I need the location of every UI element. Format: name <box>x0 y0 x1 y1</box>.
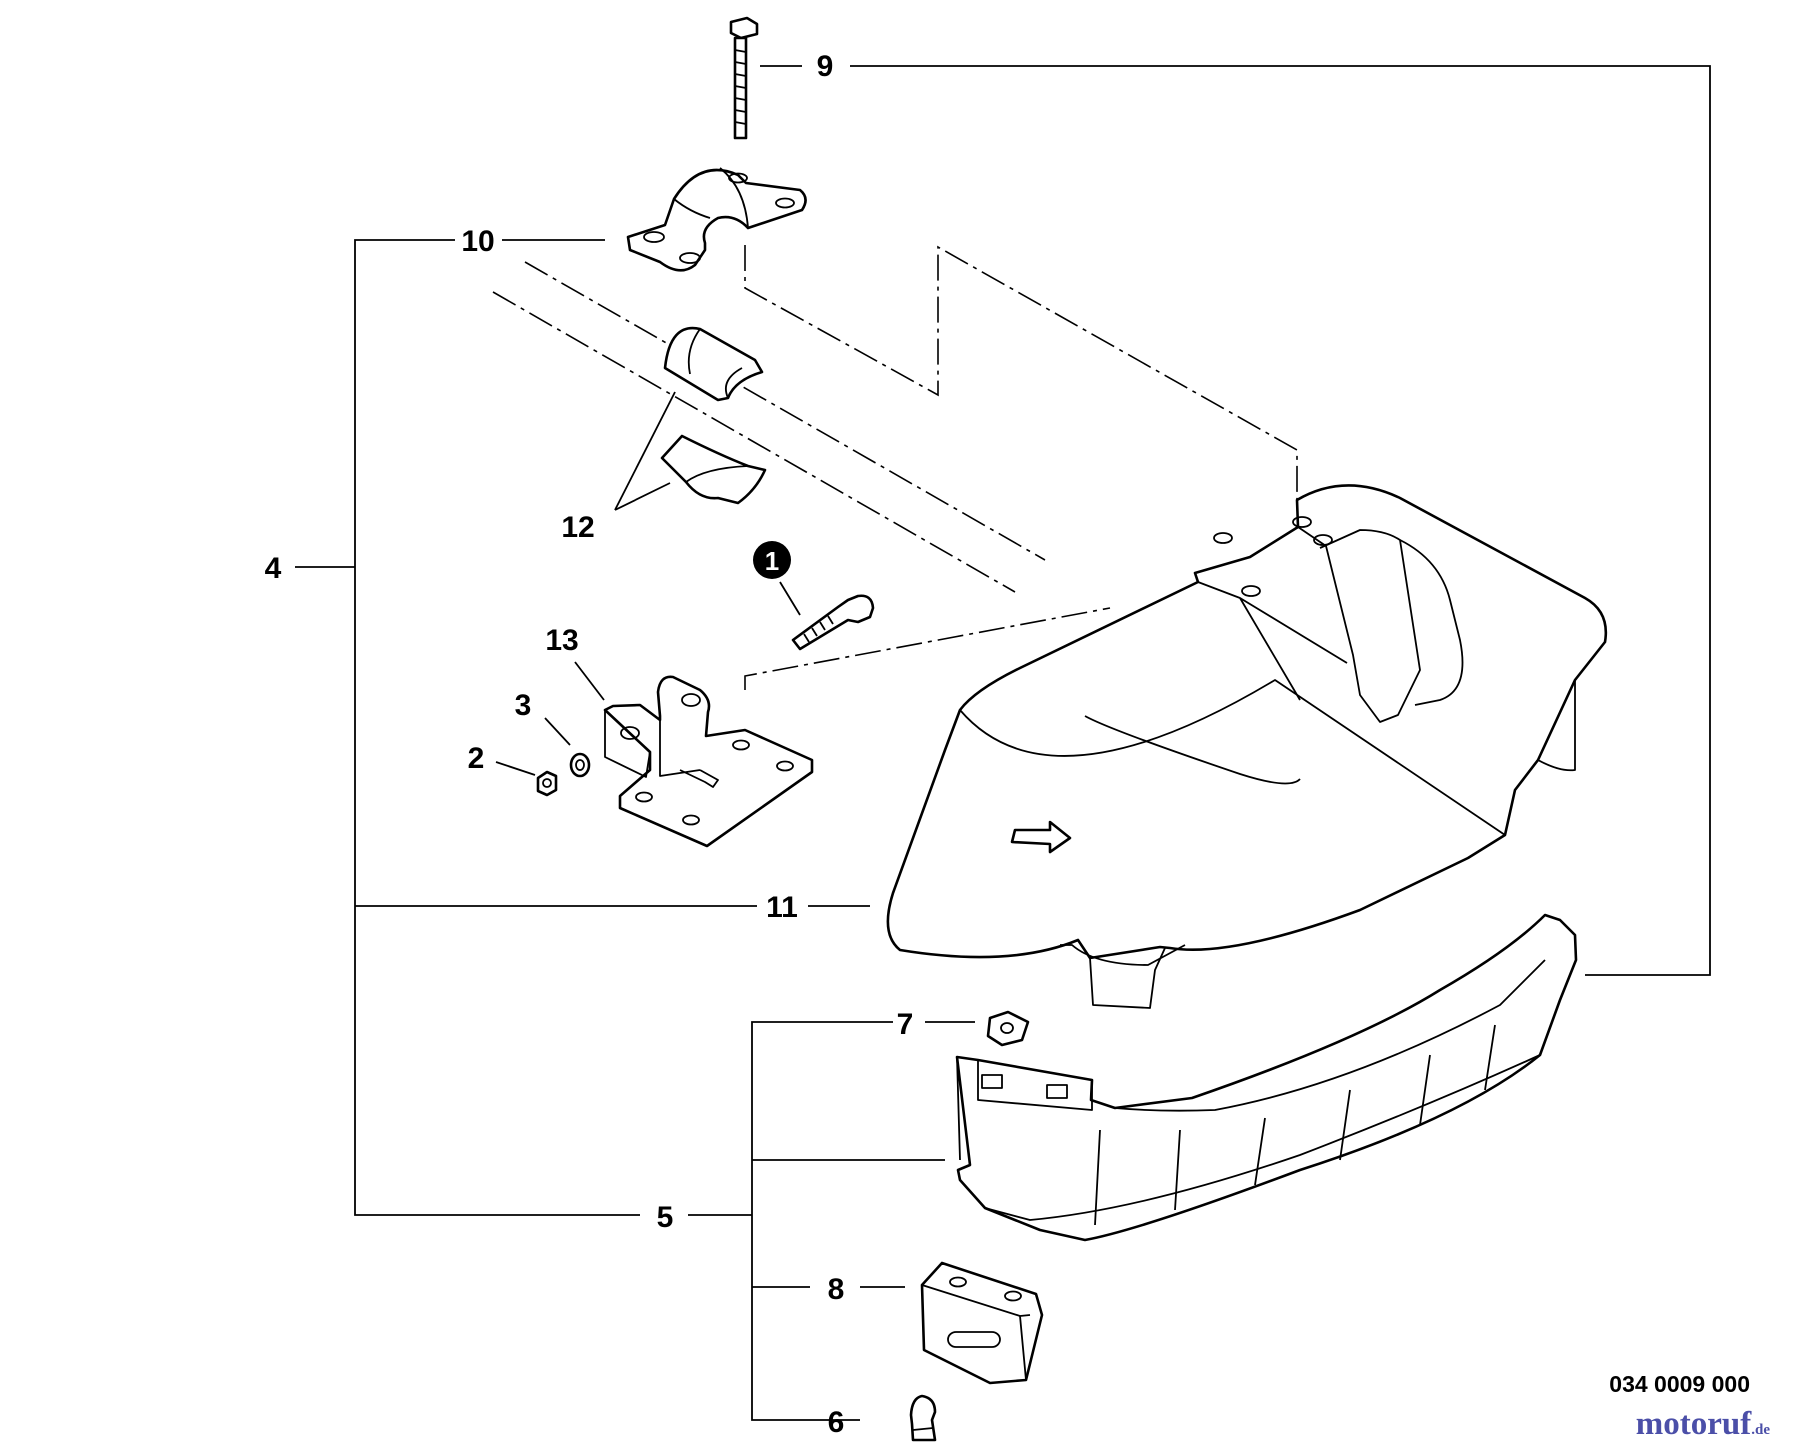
half-bushings <box>660 326 767 505</box>
axis-lines <box>492 245 1298 690</box>
square-nut <box>986 1010 1030 1047</box>
callout-13: 13 <box>545 624 578 657</box>
key-marker-circle <box>753 541 791 579</box>
mounting-bracket <box>603 675 814 848</box>
watermark-domain: .de <box>1751 1422 1770 1438</box>
svg-text:motoruf.de: motoruf.de <box>1636 1406 1771 1442</box>
drawing-number: 034 0009 000 <box>1609 1371 1750 1397</box>
callout-11: 11 <box>766 891 798 924</box>
watermark-brand: motoruf <box>1636 1406 1752 1442</box>
small-bolt <box>791 594 875 651</box>
callout-10: 10 <box>461 225 494 258</box>
leader-lines <box>295 65 1711 1421</box>
upper-clamp <box>626 167 807 272</box>
guard-extension <box>955 913 1578 1242</box>
callout-8: 8 <box>828 1273 845 1306</box>
mounting-plate <box>920 1261 1044 1385</box>
callout-12: 12 <box>561 511 594 544</box>
callout-3: 3 <box>515 689 532 722</box>
long-bolt <box>729 16 759 140</box>
callout-labels: 9 10 12 4 13 3 2 11 7 5 8 6 1 <box>265 50 914 1439</box>
grass-guard <box>886 484 1608 1009</box>
callout-6: 6 <box>828 1406 845 1439</box>
callout-7: 7 <box>897 1008 914 1041</box>
callout-9: 9 <box>817 50 834 83</box>
callout-5: 5 <box>657 1201 674 1234</box>
callout-2: 2 <box>468 742 485 775</box>
nut-and-washer <box>536 752 591 797</box>
screw <box>909 1394 937 1442</box>
callout-1: 1 <box>765 546 779 576</box>
watermark: motoruf.de <box>1636 1406 1771 1442</box>
callout-4: 4 <box>265 552 282 585</box>
